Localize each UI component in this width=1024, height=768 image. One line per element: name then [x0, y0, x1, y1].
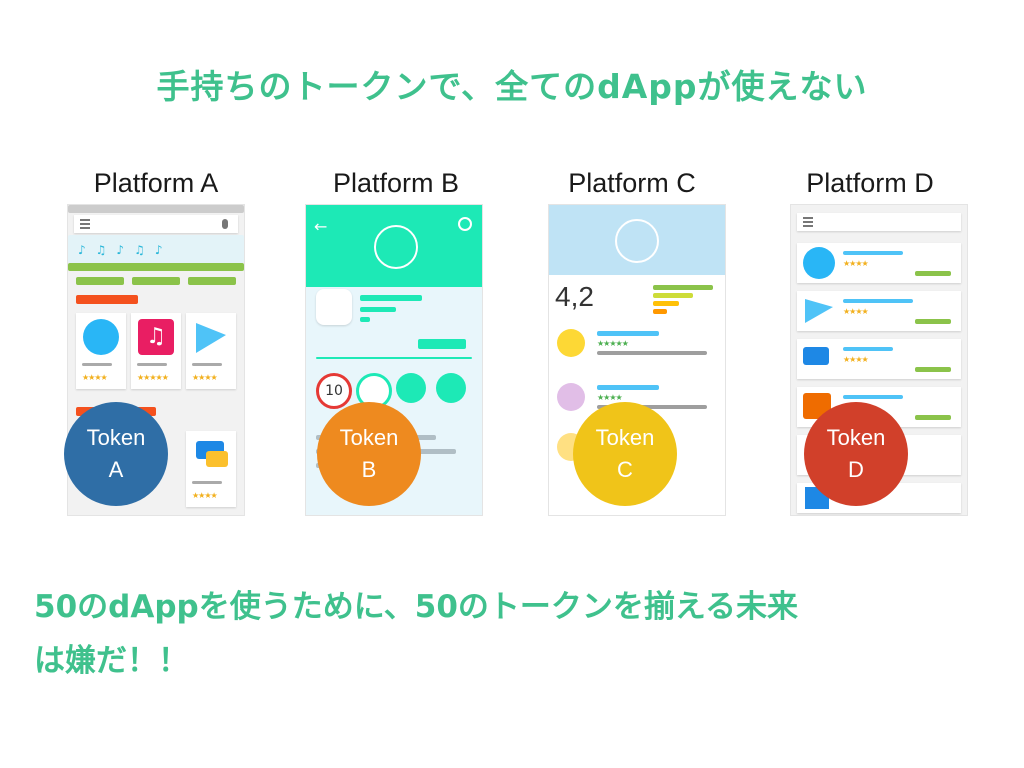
- app-name-line: [82, 363, 112, 366]
- install-button: [915, 415, 951, 420]
- review-name-line: [597, 331, 659, 336]
- category-chip: [132, 277, 180, 285]
- token-b-badge: Token B: [317, 402, 421, 506]
- search-icon: [458, 217, 472, 231]
- footer-line-2: は嫌だ！！: [34, 643, 189, 679]
- divider: [316, 357, 472, 359]
- rating-stars: ★★★★: [82, 373, 108, 382]
- footer-line-1: 50のdAppを使うために、50のトークンを揃える未来: [34, 589, 798, 625]
- rating-bar: [653, 293, 693, 298]
- search-bar: [74, 215, 238, 233]
- app-card: ★★★★: [76, 313, 126, 389]
- rating-stars: ★★★★: [192, 491, 218, 500]
- paper-plane-icon: [196, 323, 226, 353]
- chat-app-icon: [803, 347, 829, 365]
- app-name-line: [843, 299, 913, 303]
- search-bar: [797, 213, 961, 231]
- app-name-line: [192, 363, 222, 366]
- rating-stars: ★★★★: [843, 355, 869, 364]
- token-a-badge: Token A: [64, 402, 168, 506]
- menu-icon: [80, 219, 90, 221]
- pyramid-logo-icon: [374, 225, 418, 269]
- install-button: [915, 367, 951, 372]
- token-b-line2: B: [361, 457, 377, 482]
- basketball-icon: [396, 373, 426, 403]
- app-name-line: [137, 363, 167, 366]
- list-item: ★★★★: [797, 243, 961, 283]
- slide-title: 手持ちのトークンで、全てのdAppが使えない: [156, 67, 868, 106]
- platform-a-label: Platform A: [93, 168, 219, 198]
- footer-message: 50のdAppを使うために、50のトークンを揃える未来 は嫌だ！！: [34, 580, 994, 688]
- review-name-line: [597, 385, 659, 390]
- app-icon: [316, 289, 352, 325]
- app-meta-line: [360, 317, 370, 322]
- token-d-line1: Token: [826, 425, 886, 450]
- platform-c-label: Platform C: [568, 168, 696, 198]
- app-card: ★★★★: [186, 431, 236, 507]
- review-text-line: [597, 405, 707, 409]
- rating-stars: ★★★★: [843, 307, 869, 316]
- mic-icon: [222, 219, 228, 229]
- banner: ♪♫♪♫♪: [68, 235, 244, 263]
- category-chip: [188, 277, 236, 285]
- token-c-badge: Token C: [573, 402, 677, 506]
- camera-app-icon: [83, 319, 119, 355]
- app-name-line: [843, 347, 893, 351]
- header-bar: [549, 205, 725, 275]
- rating-stars: ★★★★: [192, 373, 218, 382]
- cards-icon: [436, 373, 466, 403]
- app-card: ♫ ★★★★★: [131, 313, 181, 389]
- token-d-badge: Token D: [804, 402, 908, 506]
- token-b-line1: Token: [339, 425, 399, 450]
- token-c-line2: C: [617, 457, 633, 482]
- category-chip: [76, 277, 124, 285]
- app-title-line: [360, 295, 422, 301]
- reviewer-avatar: [557, 383, 585, 411]
- back-arrow-icon: ←: [314, 217, 328, 236]
- app-subtitle-line: [360, 307, 396, 312]
- status-bar: [68, 205, 244, 213]
- chat-bubble-icon: [206, 451, 228, 467]
- platform-d-label: Platform D: [806, 168, 934, 198]
- list-item: ★★★★: [797, 339, 961, 379]
- reviewer-avatar: [557, 329, 585, 357]
- review-stars: ★★★★★: [597, 339, 629, 348]
- banner-stripe: [68, 263, 244, 271]
- review-text-line: [597, 351, 707, 355]
- pyramid-logo-icon: [615, 219, 659, 263]
- token-d-line2: D: [848, 457, 864, 482]
- music-notes-icon: ♪♫♪♫♪: [78, 243, 173, 257]
- install-button: [915, 319, 951, 324]
- badge-10-icon: 10: [316, 373, 352, 409]
- list-item: ★★★★: [797, 291, 961, 331]
- rating-stars: ★★★★: [843, 259, 869, 268]
- platform-a-screen: ♪♫♪♫♪ ★★★★ ♫ ★★★★★ ★★★★ ★★★★: [67, 204, 245, 516]
- rating-value: 4,2: [555, 281, 594, 312]
- install-button: [418, 339, 466, 349]
- token-a-line2: A: [108, 457, 124, 482]
- paper-plane-icon: [805, 299, 833, 323]
- menu-icon: [803, 217, 813, 219]
- app-name-line: [843, 395, 903, 399]
- rating-bar: [653, 285, 713, 290]
- rating-stars: ★★★★★: [137, 373, 169, 382]
- rating-bar: [653, 301, 679, 306]
- review-stars: ★★★★: [597, 393, 623, 402]
- app-name-line: [843, 251, 903, 255]
- header-bar: ←: [306, 205, 482, 287]
- rating-bar: [653, 309, 667, 314]
- token-c-line1: Token: [595, 425, 655, 450]
- token-a-line1: Token: [86, 425, 146, 450]
- install-button: [915, 271, 951, 276]
- music-app-icon: ♫: [138, 319, 174, 355]
- section-header: [76, 295, 138, 304]
- camera-app-icon: [803, 247, 835, 279]
- app-card: ★★★★: [186, 313, 236, 389]
- platform-b-label: Platform B: [332, 168, 460, 198]
- app-name-line: [192, 481, 222, 484]
